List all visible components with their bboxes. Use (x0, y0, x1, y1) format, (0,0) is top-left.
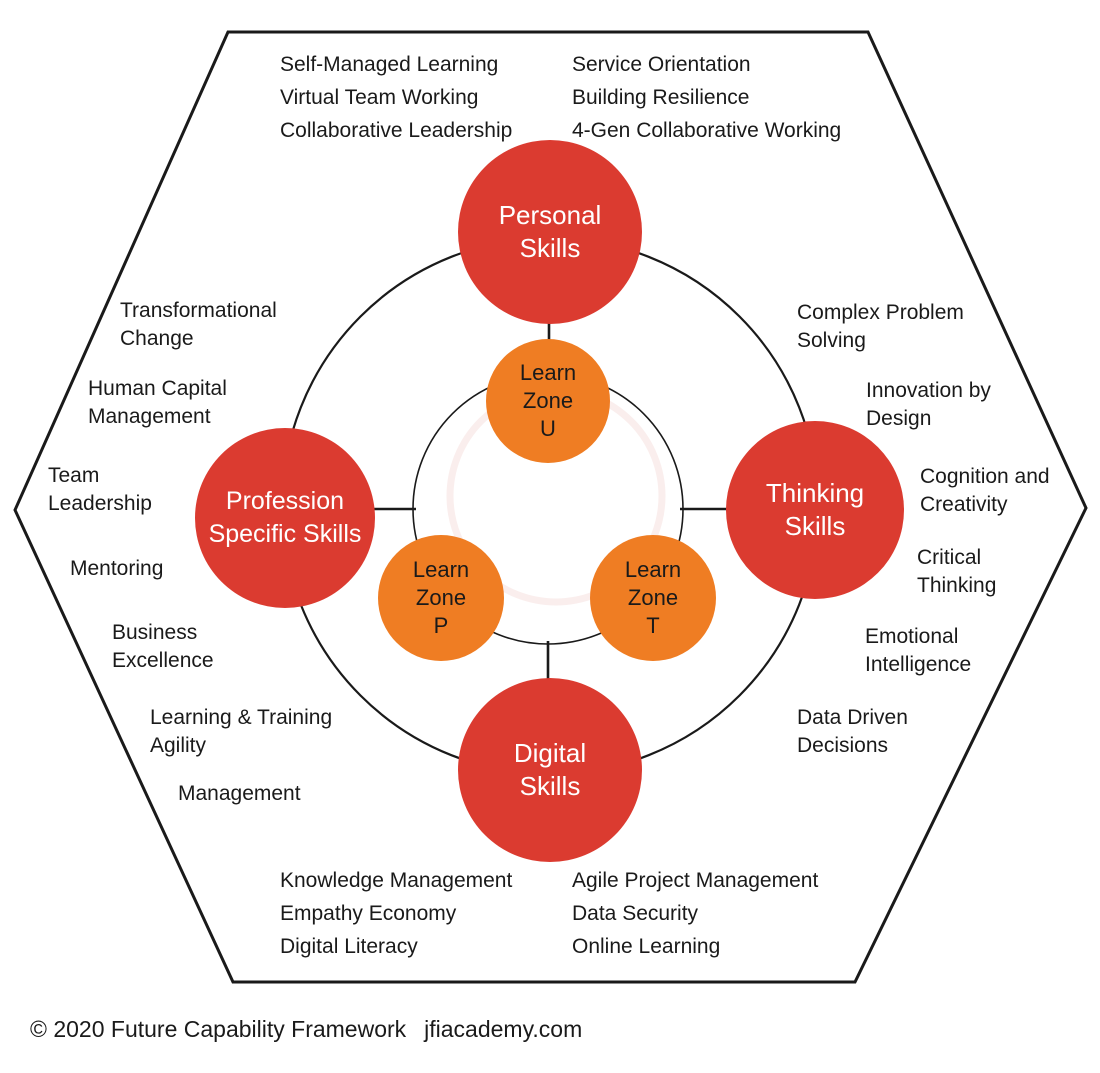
capability-label: Cognition and Creativity (920, 465, 1050, 516)
capability-label: Building Resilience (572, 86, 750, 109)
capability-label: Critical Thinking (917, 546, 997, 597)
capability-label: Collaborative Leadership (280, 119, 513, 142)
website-text: jfiacademy.com (424, 1016, 583, 1042)
capability-label: Human Capital Management (88, 377, 227, 428)
capability-label: Complex Problem Solving (797, 301, 964, 352)
capability-label: Learning & Training Agility (150, 706, 333, 757)
capability-label: Service Orientation (572, 53, 751, 76)
capability-label: Virtual Team Working (280, 86, 479, 109)
capability-label: Management (178, 782, 301, 805)
capability-label: Digital Literacy (280, 935, 418, 958)
hexagon-border (13, 30, 1088, 984)
capability-label: Data Driven Decisions (797, 706, 908, 757)
thinking-skills-circle: Thinking Skills (726, 421, 904, 599)
capability-label: Data Security (572, 902, 699, 925)
capability-label: Innovation by Design (866, 379, 991, 430)
learn-zone-u-circle: Learn Zone U (486, 339, 610, 463)
personal-skills-capability-list: Self-Managed Learning Virtual Team Worki… (280, 48, 512, 147)
capability-label: Empathy Economy (280, 902, 457, 925)
copyright-text: © 2020 Future Capability Framework (30, 1016, 407, 1042)
capability-label: Agile Project Management (572, 869, 819, 892)
personal-skills-circle: Personal Skills (458, 140, 642, 324)
digital-skills-capability-list: Knowledge Management Empathy Economy Dig… (280, 864, 512, 963)
capability-label: Knowledge Management (280, 869, 513, 892)
capability-label: Emotional Intelligence (865, 625, 972, 676)
learn-zone-p-circle: Learn Zone P (378, 535, 504, 661)
digital-skills-circle: Digital Skills (458, 678, 642, 862)
footer: © 2020 Future Capability Framework jfiac… (30, 1016, 582, 1043)
capability-label: Online Learning (572, 935, 721, 958)
capability-label: Team Leadership (48, 464, 152, 515)
personal-skills-capability-list-right: Service Orientation Building Resilience … (572, 48, 841, 147)
capability-label: Business Excellence (112, 621, 214, 672)
capability-label: Self-Managed Learning (280, 53, 499, 76)
capability-label: Mentoring (70, 557, 164, 580)
learn-zone-t-circle: Learn Zone T (590, 535, 716, 661)
digital-skills-capability-list-right: Agile Project Management Data Security O… (572, 864, 818, 963)
profession-specific-skills-circle: Profession Specific Skills (195, 428, 375, 608)
capability-label: 4-Gen Collaborative Working (572, 119, 842, 142)
capability-label: Transformational Change (120, 299, 277, 350)
